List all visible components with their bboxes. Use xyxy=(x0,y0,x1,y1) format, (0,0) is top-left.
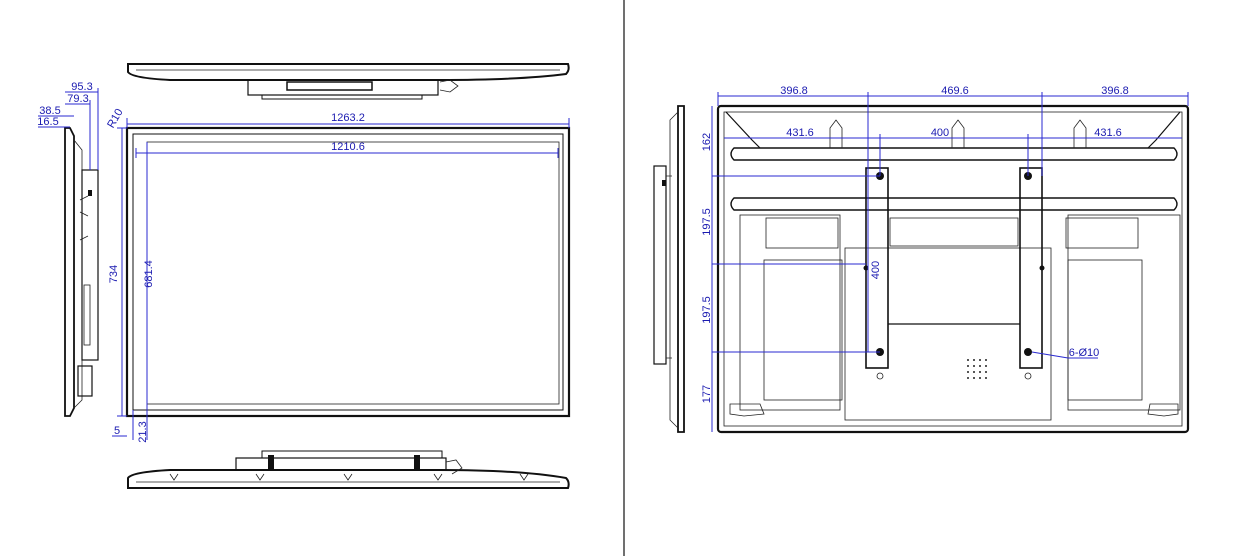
rear-side-profile xyxy=(653,105,685,433)
top-view xyxy=(127,63,570,100)
dim-r10: R10 xyxy=(105,107,125,130)
side-view xyxy=(64,127,99,417)
side-dimensions: 95.3 79.3 38.5 16.5 xyxy=(37,81,99,170)
dim-400-h: 400 xyxy=(931,127,949,139)
dim-95-3: 95.3 xyxy=(71,81,92,93)
bottom-view xyxy=(127,450,570,489)
dim-734: 734 xyxy=(108,265,120,283)
dim-holes: 6-Ø10 xyxy=(1069,347,1100,359)
dim-21-3: 21.3 xyxy=(137,421,149,442)
dim-197-5-top: 197.5 xyxy=(701,208,713,236)
dim-431-6-left: 431.6 xyxy=(786,127,814,139)
rear-view xyxy=(716,104,1190,434)
dim-5: 5 xyxy=(114,425,120,437)
dim-38-5: 38.5 xyxy=(39,105,60,117)
dim-1210-6: 1210.6 xyxy=(331,141,365,153)
dim-197-5-bottom: 197.5 xyxy=(701,296,713,324)
dim-16-5: 16.5 xyxy=(37,116,58,128)
dim-162: 162 xyxy=(701,133,713,151)
dim-469-6: 469.6 xyxy=(941,85,969,97)
rear-dimensions: 396.8 469.6 396.8 431.6 400 431.6 162 19… xyxy=(701,85,1189,432)
dim-396-8-right: 396.8 xyxy=(1101,85,1129,97)
dim-431-6-right: 431.6 xyxy=(1094,127,1122,139)
dim-1263-2: 1263.2 xyxy=(331,112,365,124)
front-dimensions: 1263.2 1210.6 R10 734 681.4 5 21.3 xyxy=(105,107,570,443)
dim-400-v: 400 xyxy=(870,261,882,279)
dim-177: 177 xyxy=(701,385,713,403)
front-view xyxy=(125,126,571,418)
dim-79-3: 79.3 xyxy=(67,93,88,105)
dim-396-8-left: 396.8 xyxy=(780,85,808,97)
dim-681-4: 681.4 xyxy=(143,260,155,288)
